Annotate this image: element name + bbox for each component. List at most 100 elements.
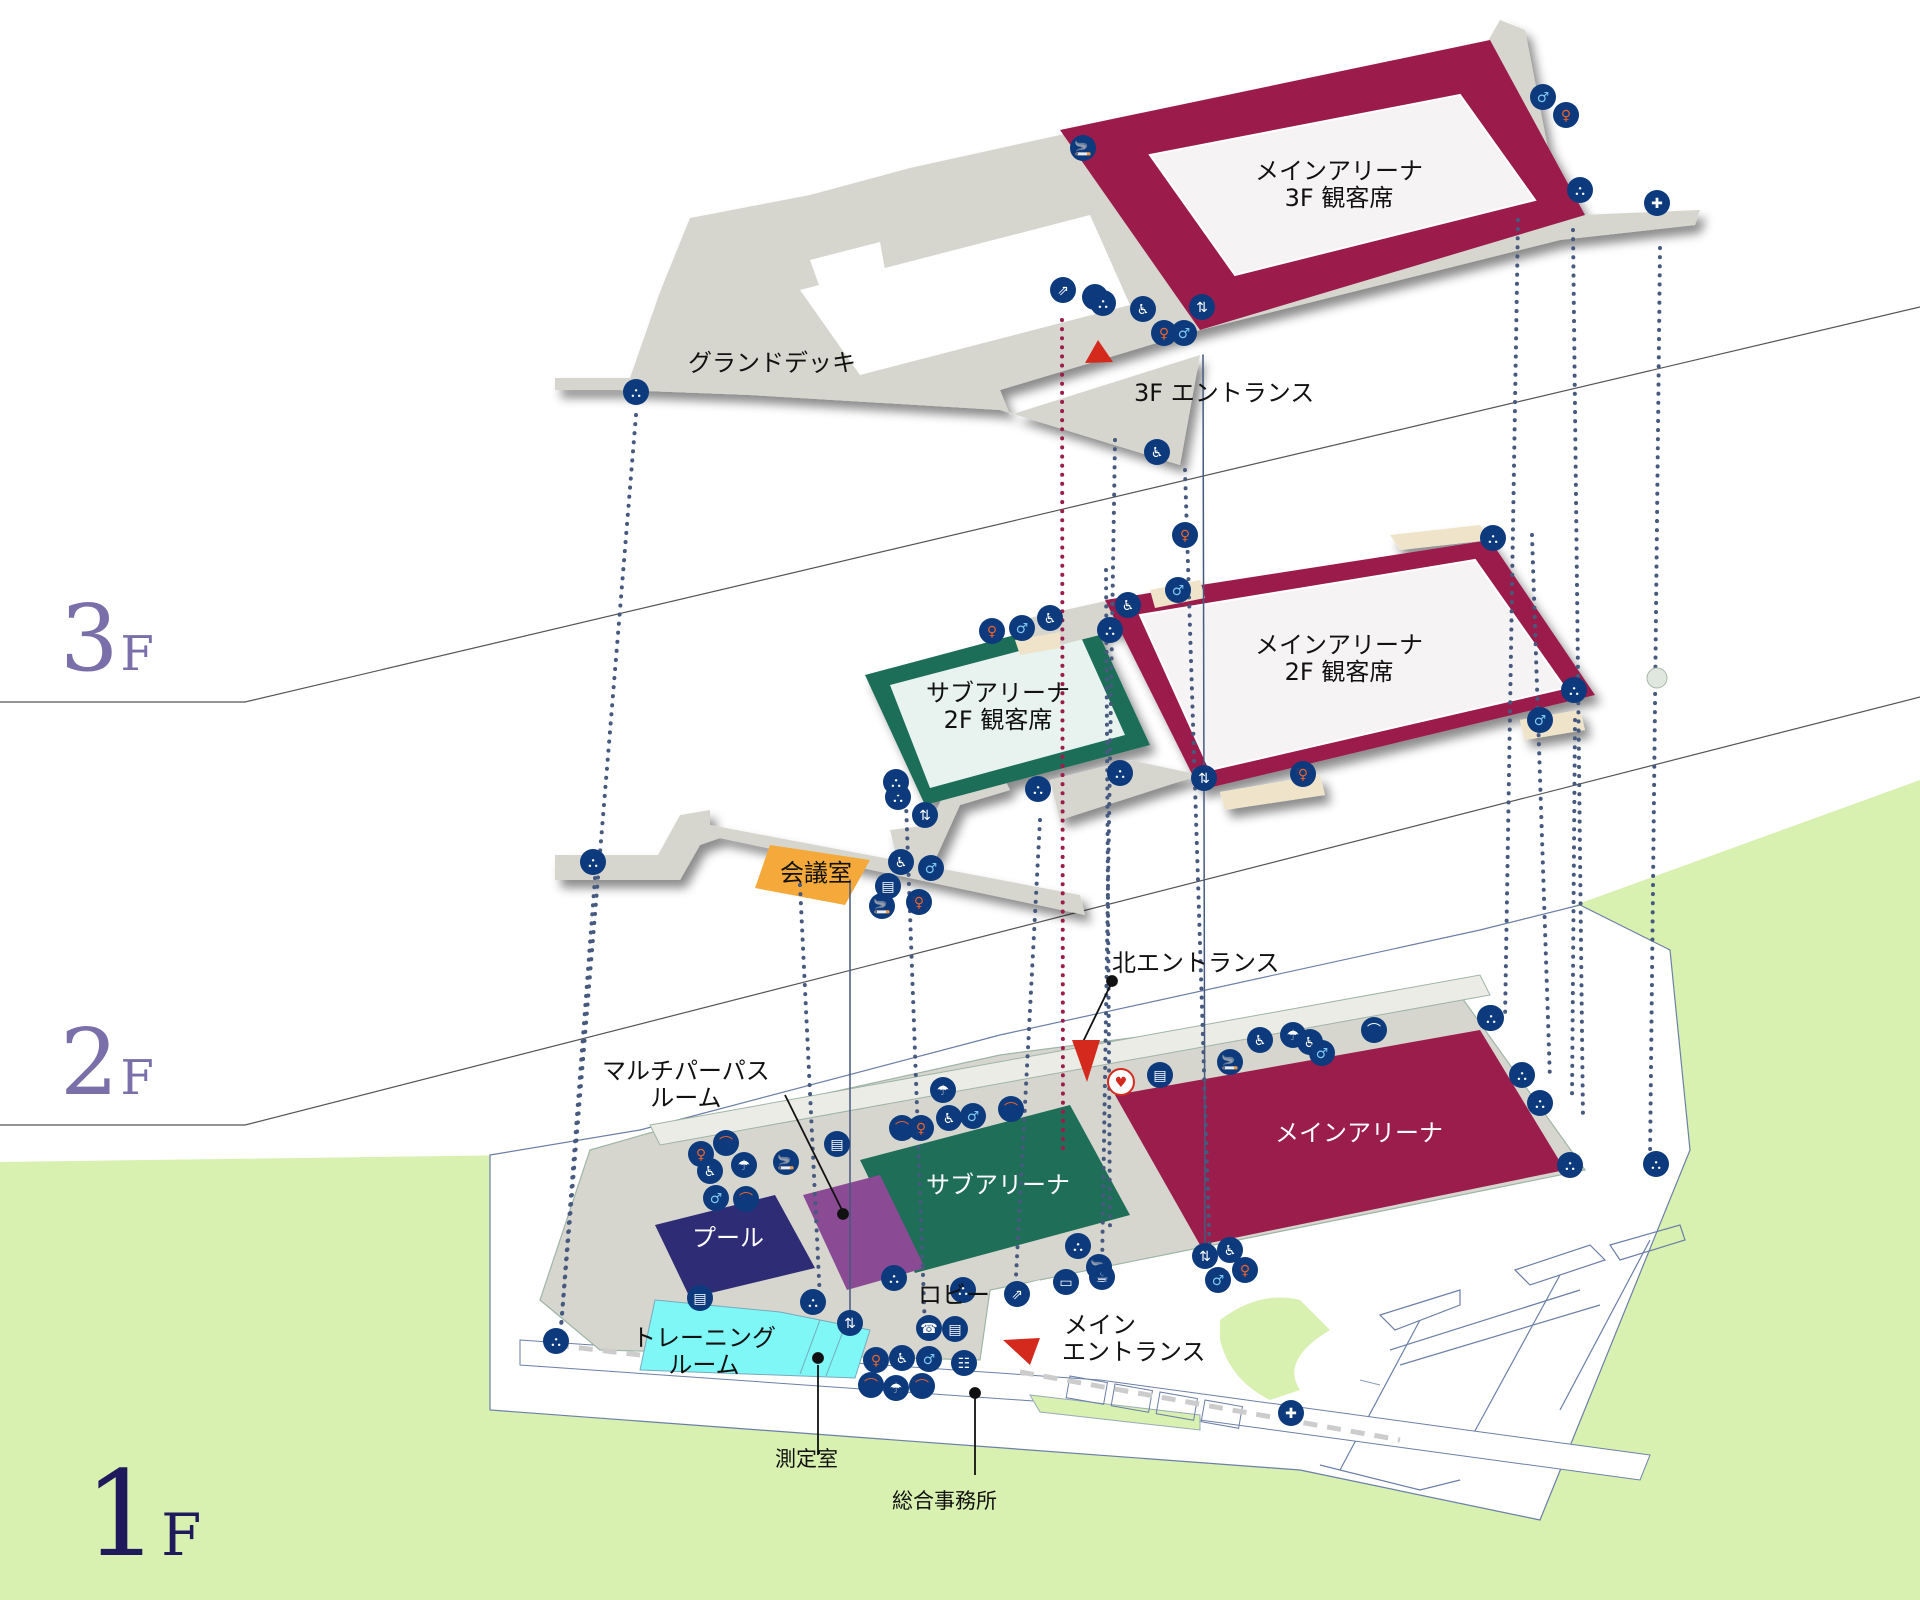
vending-icon[interactable]: ▤ (942, 1316, 968, 1342)
stairs-icon[interactable]: ⛬ (580, 849, 606, 875)
label-pool[interactable]: プール (692, 1224, 764, 1252)
locker-icon[interactable]: ⌒ (998, 1096, 1024, 1122)
wheelchair-icon[interactable]: ♿ (1217, 1237, 1243, 1263)
stairs-icon[interactable]: ⛬ (1561, 677, 1587, 703)
floor-label-1f[interactable]: 1F (84, 1455, 201, 1573)
female-icon[interactable]: ♀ (908, 1115, 934, 1141)
smoking-icon[interactable]: 🚬 (1217, 1049, 1243, 1075)
male-icon[interactable]: ♂ (1205, 1267, 1231, 1293)
label-main-arena-1f[interactable]: メインアリーナ (1275, 1119, 1443, 1147)
phone-icon[interactable]: ☎ (916, 1315, 942, 1341)
shower-icon[interactable]: ☂ (731, 1152, 757, 1178)
meeting-icon[interactable]: ☷ (951, 1350, 977, 1376)
locker-icon[interactable]: ⌒ (733, 1186, 759, 1212)
stairs-icon[interactable]: ⛬ (950, 1277, 976, 1303)
elevator-icon[interactable]: ⇅ (837, 1310, 863, 1336)
smoking-icon[interactable]: 🚬 (1070, 135, 1096, 161)
female-icon[interactable]: ♀ (863, 1347, 889, 1373)
male-icon[interactable]: ♂ (960, 1103, 986, 1129)
locker-icon[interactable]: ⌒ (1361, 1017, 1387, 1043)
locker-icon[interactable]: ⌒ (909, 1373, 935, 1399)
tv-icon[interactable]: ▭ (1053, 1269, 1079, 1295)
nursing-icon[interactable]: ✚ (1278, 1400, 1304, 1426)
smoking-icon[interactable]: 🚬 (773, 1149, 799, 1175)
escalator-icon[interactable]: ⇗ (1050, 277, 1076, 303)
vending-icon[interactable]: ▤ (875, 873, 901, 899)
aed-icon[interactable]: ♥ (1107, 1068, 1135, 1096)
stairs-icon[interactable]: ⛬ (1107, 760, 1133, 786)
wheelchair-icon[interactable]: ♿ (1037, 605, 1063, 631)
label-grand-deck[interactable]: グランドデッキ (688, 349, 856, 377)
elevator-icon[interactable]: ⇅ (1191, 765, 1217, 791)
elevator-icon[interactable]: ⇅ (1189, 294, 1215, 320)
male-icon[interactable]: ♂ (1530, 84, 1556, 110)
floor-label-3f[interactable]: 3F (60, 593, 154, 685)
wheelchair-icon[interactable]: ♿ (697, 1158, 723, 1184)
label-3f-entrance[interactable]: 3F エントランス (1134, 379, 1315, 407)
label-multipurpose-room[interactable]: マルチパーパス ルーム (602, 1058, 770, 1112)
wheelchair-icon[interactable]: ♿ (1130, 296, 1156, 322)
stairs-icon[interactable]: ⛬ (1567, 177, 1593, 203)
male-icon[interactable]: ♂ (703, 1185, 729, 1211)
stairs-icon[interactable]: ⛬ (623, 379, 649, 405)
female-icon[interactable]: ♀ (1290, 761, 1316, 787)
stairs-icon[interactable]: ⛬ (1480, 525, 1506, 551)
wheelchair-icon[interactable]: ♿ (888, 849, 914, 875)
label-lobby[interactable]: ロビー (918, 1281, 990, 1309)
stairs-icon[interactable]: ⛬ (1065, 1233, 1091, 1259)
wheelchair-icon[interactable]: ♿ (1115, 592, 1141, 618)
male-icon[interactable]: ♂ (1309, 1040, 1335, 1066)
locker-icon[interactable]: ⌒ (858, 1372, 884, 1398)
stairs-icon[interactable]: ⛬ (881, 1265, 907, 1291)
label-meeting-room[interactable]: 会議室 (780, 859, 852, 887)
floor-label-2f[interactable]: 2F (60, 1017, 154, 1109)
stairs-icon[interactable]: ⛬ (1643, 1151, 1669, 1177)
male-icon[interactable]: ♂ (1171, 320, 1197, 346)
female-icon[interactable]: ♀ (1553, 102, 1579, 128)
stairs-icon[interactable]: ⛬ (1097, 617, 1123, 643)
nursing-icon[interactable]: ✚ (1644, 190, 1670, 216)
stairs-icon[interactable]: ⛬ (883, 769, 909, 795)
smoking-icon[interactable]: 🚬 (869, 893, 895, 919)
locker-icon[interactable]: ⌒ (713, 1130, 739, 1156)
locker-icon[interactable]: ⌒ (889, 1115, 915, 1141)
label-main-arena-2f[interactable]: メインアリーナ 2F 観客席 (1255, 632, 1423, 686)
wheelchair-icon[interactable]: ♿ (936, 1105, 962, 1131)
wheelchair-icon[interactable]: ♿ (1247, 1027, 1273, 1053)
elevator-icon[interactable]: ⇅ (912, 802, 938, 828)
female-icon[interactable]: ♀ (906, 889, 932, 915)
stairs-icon[interactable]: ⛬ (1509, 1062, 1535, 1088)
wheelchair-icon[interactable]: ♿ (1144, 439, 1170, 465)
cafe-icon[interactable]: ☕ (1089, 1264, 1115, 1290)
vending-icon[interactable]: ▤ (687, 1285, 713, 1311)
label-main-entrance[interactable]: メイン エントランス (1062, 1312, 1206, 1366)
female-icon[interactable]: ♀ (1232, 1257, 1258, 1283)
male-icon[interactable]: ♂ (918, 855, 944, 881)
stairs-icon[interactable]: ⛬ (543, 1328, 569, 1354)
male-icon[interactable]: ♂ (916, 1346, 942, 1372)
escalator-icon[interactable]: ⇗ (1004, 1281, 1030, 1307)
elevator-icon[interactable]: ⇅ (1192, 1243, 1218, 1269)
stairs-icon[interactable]: ⛬ (1090, 290, 1116, 316)
stairs-icon[interactable]: ⛬ (1557, 1152, 1583, 1178)
female-icon[interactable]: ♀ (1172, 522, 1198, 548)
vending-icon[interactable]: ▤ (824, 1131, 850, 1157)
vending-icon[interactable]: ▤ (1147, 1062, 1173, 1088)
shower-icon[interactable]: ☂ (930, 1077, 956, 1103)
label-general-office[interactable]: 総合事務所 (892, 1489, 997, 1513)
label-measurement-room[interactable]: 測定室 (775, 1447, 838, 1471)
male-icon[interactable]: ♂ (1165, 577, 1191, 603)
label-sub-arena-1f[interactable]: サブアリーナ (926, 1171, 1070, 1199)
female-icon[interactable]: ♀ (1151, 320, 1177, 346)
stairs-icon[interactable]: ⛬ (1478, 1005, 1504, 1031)
stairs-icon[interactable]: ⛬ (1527, 1090, 1553, 1116)
stairs-icon[interactable]: ⛬ (800, 1289, 826, 1315)
label-training-room[interactable]: トレーニング ルーム (632, 1325, 776, 1379)
female-icon[interactable]: ♀ (979, 618, 1005, 644)
label-sub-arena-2f[interactable]: サブアリーナ 2F 観客席 (926, 680, 1070, 734)
wheelchair-icon[interactable]: ♿ (889, 1345, 915, 1371)
stairs-icon[interactable]: ⛬ (1025, 776, 1051, 802)
male-icon[interactable]: ♂ (1009, 615, 1035, 641)
label-north-entrance[interactable]: 北エントランス (1112, 949, 1280, 977)
shower-icon[interactable]: ☂ (883, 1375, 909, 1401)
